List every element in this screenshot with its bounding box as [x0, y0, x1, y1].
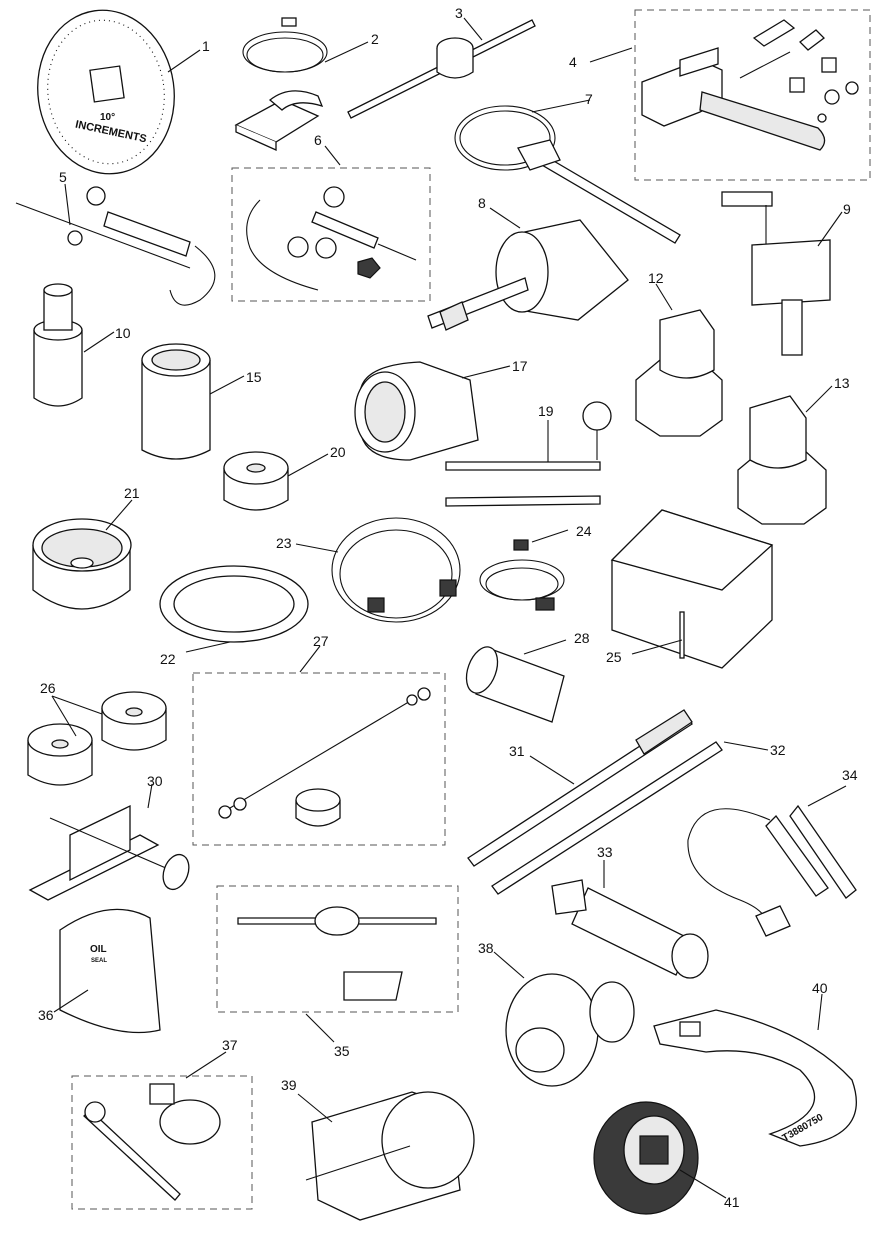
callout-40: 40 — [812, 980, 828, 996]
callout-39: 39 — [281, 1077, 297, 1093]
callout-8: 8 — [478, 195, 486, 211]
callout-33: 33 — [597, 844, 613, 860]
adaptor-10 — [33, 283, 83, 407]
callout-9: 9 — [843, 201, 851, 217]
dial-text-top: 10° — [100, 112, 115, 123]
strap-wrench — [454, 105, 681, 244]
callout-7: 7 — [585, 91, 593, 107]
callout-21: 21 — [124, 485, 140, 501]
leader-lines — [51, 17, 847, 1199]
callout-37: 37 — [222, 1037, 238, 1053]
diagnostic-lead — [234, 17, 328, 152]
adaptor-33 — [551, 879, 709, 979]
callout-3: 3 — [455, 5, 463, 21]
castellated-socket-15 — [141, 343, 211, 460]
callout-35: 35 — [334, 1043, 350, 1059]
oil-seal-tool: OIL SEAL — [59, 908, 161, 1034]
group-box-6 — [231, 167, 431, 302]
callout-labels: 1 2 3 4 5 6 7 8 9 10 12 13 15 17 19 20 2… — [38, 5, 858, 1210]
pin-tool-37 — [83, 1083, 221, 1201]
callout-34: 34 — [842, 767, 858, 783]
bearing-tool-38 — [505, 973, 635, 1087]
callout-24: 24 — [576, 523, 592, 539]
callout-19: 19 — [538, 403, 554, 419]
callout-1: 1 — [202, 38, 210, 54]
callout-22: 22 — [160, 651, 176, 667]
hose-pliers-34 — [687, 804, 857, 937]
callout-6: 6 — [314, 132, 322, 148]
ring-tool-22 — [159, 565, 309, 643]
callout-5: 5 — [59, 169, 67, 185]
holding-bar-tool — [347, 19, 536, 119]
callout-12: 12 — [648, 270, 664, 286]
press-frame-39 — [305, 1091, 475, 1221]
degree-dial-tool: 10° INCREMENTS — [37, 9, 175, 175]
callout-17: 17 — [512, 358, 528, 374]
callout-23: 23 — [276, 535, 292, 551]
pressure-gauge-hoses — [445, 401, 612, 507]
seal-text-line2: SEAL — [91, 958, 107, 964]
drift-20 — [223, 451, 289, 511]
callout-4: 4 — [569, 54, 577, 70]
group-box-4 — [634, 9, 871, 181]
callout-38: 38 — [478, 940, 494, 956]
rods-31-32 — [467, 709, 723, 895]
callout-13: 13 — [834, 375, 850, 391]
knurled-cap-41 — [593, 1101, 699, 1215]
puller-tool — [427, 219, 629, 331]
drift-21 — [32, 518, 132, 610]
sleeve-28 — [465, 646, 565, 723]
threaded-rod-kit — [218, 687, 431, 827]
callout-10: 10 — [115, 325, 131, 341]
callout-30: 30 — [147, 773, 163, 789]
die-holder-kit — [237, 906, 437, 1001]
callout-2: 2 — [371, 31, 379, 47]
seal-text-line1: OIL — [90, 944, 107, 955]
pressure-test-kit — [246, 186, 417, 291]
clutch-tool-17 — [354, 361, 479, 461]
adaptor-12 — [635, 309, 723, 437]
callout-31: 31 — [509, 743, 525, 759]
syringe-probe-tool — [15, 186, 216, 306]
callout-32: 32 — [770, 742, 786, 758]
clamp-tool — [721, 191, 831, 356]
callout-41: 41 — [724, 1194, 740, 1210]
callout-27: 27 — [313, 633, 329, 649]
lead-24 — [479, 539, 565, 611]
callout-15: 15 — [246, 369, 262, 385]
group-box-27 — [192, 672, 446, 846]
lead-23 — [331, 517, 461, 623]
group-box-35 — [216, 885, 459, 1013]
callout-28: 28 — [574, 630, 590, 646]
group-box-37 — [71, 1075, 253, 1210]
press-tool-30 — [28, 804, 190, 901]
drifts-26 — [27, 691, 167, 786]
adaptor-13 — [737, 395, 827, 525]
tool-set-4 — [641, 19, 859, 151]
callout-25: 25 — [606, 649, 622, 665]
control-unit-25 — [610, 509, 774, 669]
callout-20: 20 — [330, 444, 346, 460]
callout-36: 36 — [38, 1007, 54, 1023]
callout-26: 26 — [40, 680, 56, 696]
